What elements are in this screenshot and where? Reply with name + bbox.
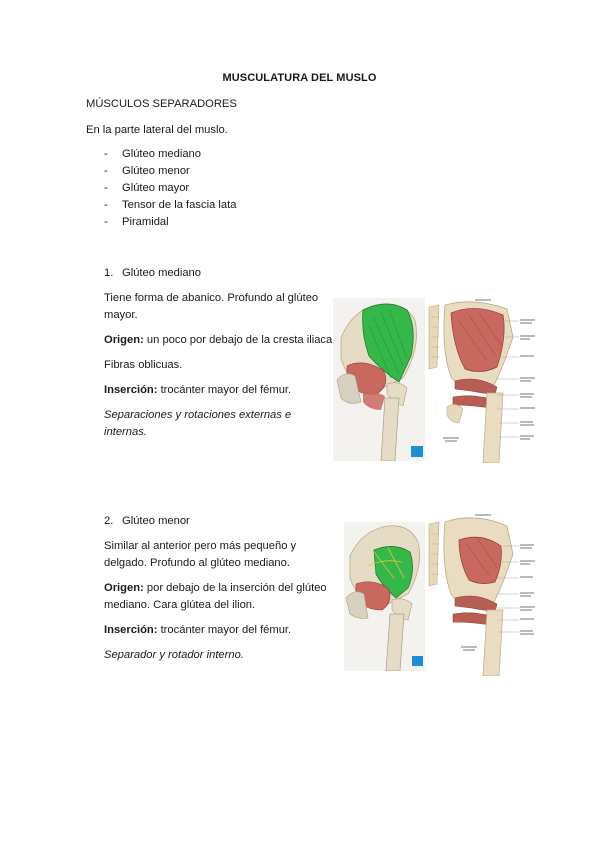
page-title: MUSCULATURA DEL MUSLO xyxy=(222,72,377,84)
action: Separaciones y rotaciones externas e int… xyxy=(104,409,292,438)
list-item: -Glúteo mayor xyxy=(104,182,190,194)
origin: Origen: un poco por debajo de la cresta … xyxy=(104,334,333,346)
gluteus-medius-lateral-figure xyxy=(333,298,428,461)
section-heading-gluteo-mediano: 1.Glúteo mediano xyxy=(104,267,201,279)
description: Tiene forma de abanico. Profundo al glút… xyxy=(104,292,319,321)
section-body-gluteo-mediano: Tiene forma de abanico. Profundo al glút… xyxy=(104,290,336,449)
section-subtitle: MÚSCULOS SEPARADORES xyxy=(86,98,237,110)
action: Separador y rotador interno. xyxy=(104,649,244,661)
gluteus-minimus-lateral-figure xyxy=(344,522,428,671)
list-item: -Glúteo mediano xyxy=(104,148,201,160)
section-body-gluteo-menor: Similar al anterior pero más pequeño y d… xyxy=(104,538,336,672)
origin: Origen: por debajo de la inserción del g… xyxy=(104,582,327,611)
gluteus-minimus-posterior-figure xyxy=(425,512,537,676)
description: Similar al anterior pero más pequeño y d… xyxy=(104,540,297,569)
fibers: Fibras oblicuas. xyxy=(104,359,183,371)
insertion: Inserción: trocánter mayor del fémur. xyxy=(104,384,292,396)
insertion: Inserción: trocánter mayor del fémur. xyxy=(104,624,292,636)
muscle-list: -Glúteo mediano -Glúteo menor -Glúteo ma… xyxy=(86,146,236,231)
list-item: -Tensor de la fascia lata xyxy=(104,199,237,211)
intro-text: En la parte lateral del muslo. xyxy=(86,124,228,136)
section-heading-gluteo-menor: 2.Glúteo menor xyxy=(104,515,190,527)
list-item: -Piramidal xyxy=(104,216,169,228)
gluteal-posterior-figure xyxy=(425,297,537,463)
list-item: -Glúteo menor xyxy=(104,165,190,177)
